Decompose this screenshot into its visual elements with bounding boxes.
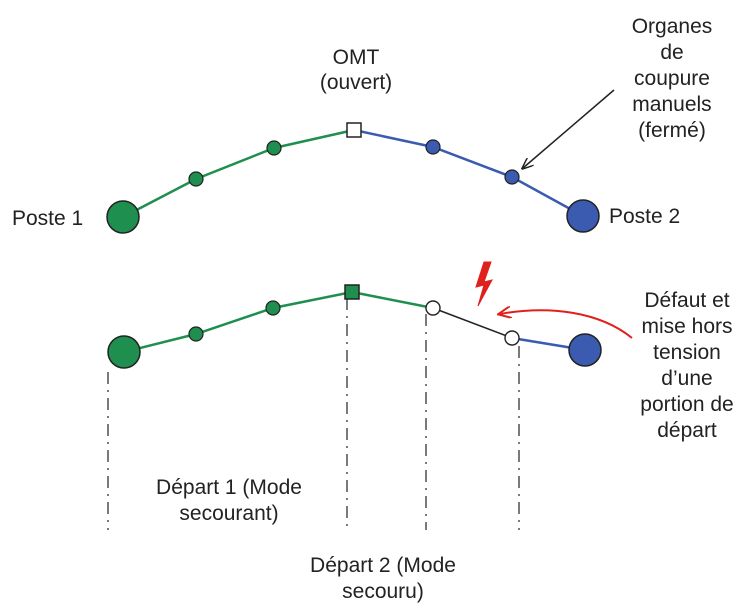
bottom-feeder-diagram	[107, 261, 633, 530]
depart2-label-line2: secouru)	[342, 580, 424, 603]
bottom-switch-green-2	[265, 300, 281, 316]
switch-node-blue-1	[425, 139, 441, 155]
fault-pointer-arrow	[500, 310, 633, 339]
depart1-label-line2: secourant)	[179, 502, 279, 525]
organes-label-line4: manuels	[632, 93, 712, 116]
depart2-label-line1: Départ 2 (Mode	[310, 554, 456, 577]
bottom-omt-closed-square	[344, 284, 360, 300]
bottom-poste2-node	[568, 333, 602, 367]
omt-label-line1: OMT	[332, 46, 380, 69]
organes-label-line5: (fermé)	[638, 119, 706, 142]
switch-node-blue-2	[504, 169, 520, 185]
poste1-node	[106, 200, 140, 234]
poste1-label: Poste 1	[12, 207, 84, 230]
omt-open-square	[346, 122, 362, 138]
defaut-label-line4: d’une	[661, 367, 713, 390]
organes-pointer-arrow	[523, 89, 615, 168]
switch-node-green-1	[188, 171, 204, 187]
omt-label-line2: (ouvert)	[319, 71, 393, 94]
top-green-line	[122, 128, 355, 219]
bottom-green-line	[123, 290, 434, 354]
defaut-label-line5: portion de	[640, 393, 734, 416]
top-feeder-diagram	[106, 89, 615, 234]
bottom-poste1-node	[107, 335, 141, 369]
organes-label-line1: Organes	[631, 15, 713, 38]
poste2-label: Poste 2	[609, 205, 681, 228]
bottom-switch-green-1	[188, 326, 204, 342]
bottom-open-switch-2	[504, 330, 520, 346]
depart1-label-line1: Départ 1 (Mode	[156, 476, 302, 499]
top-blue-line	[353, 128, 584, 218]
defaut-label-line6: départ	[657, 419, 717, 442]
bottom-open-switch-1	[425, 300, 441, 316]
defaut-label-line1: Défaut et	[644, 289, 730, 312]
defaut-label-line2: mise hors	[641, 315, 733, 338]
bottom-deenergized-line	[432, 307, 513, 339]
fault-lightning-icon	[475, 261, 493, 307]
poste2-node	[566, 199, 600, 233]
defaut-label-line3: tension	[653, 341, 721, 364]
organes-label-line2: de	[660, 41, 684, 64]
organes-label-line3: coupure	[634, 67, 710, 90]
switch-node-green-2	[266, 140, 282, 156]
